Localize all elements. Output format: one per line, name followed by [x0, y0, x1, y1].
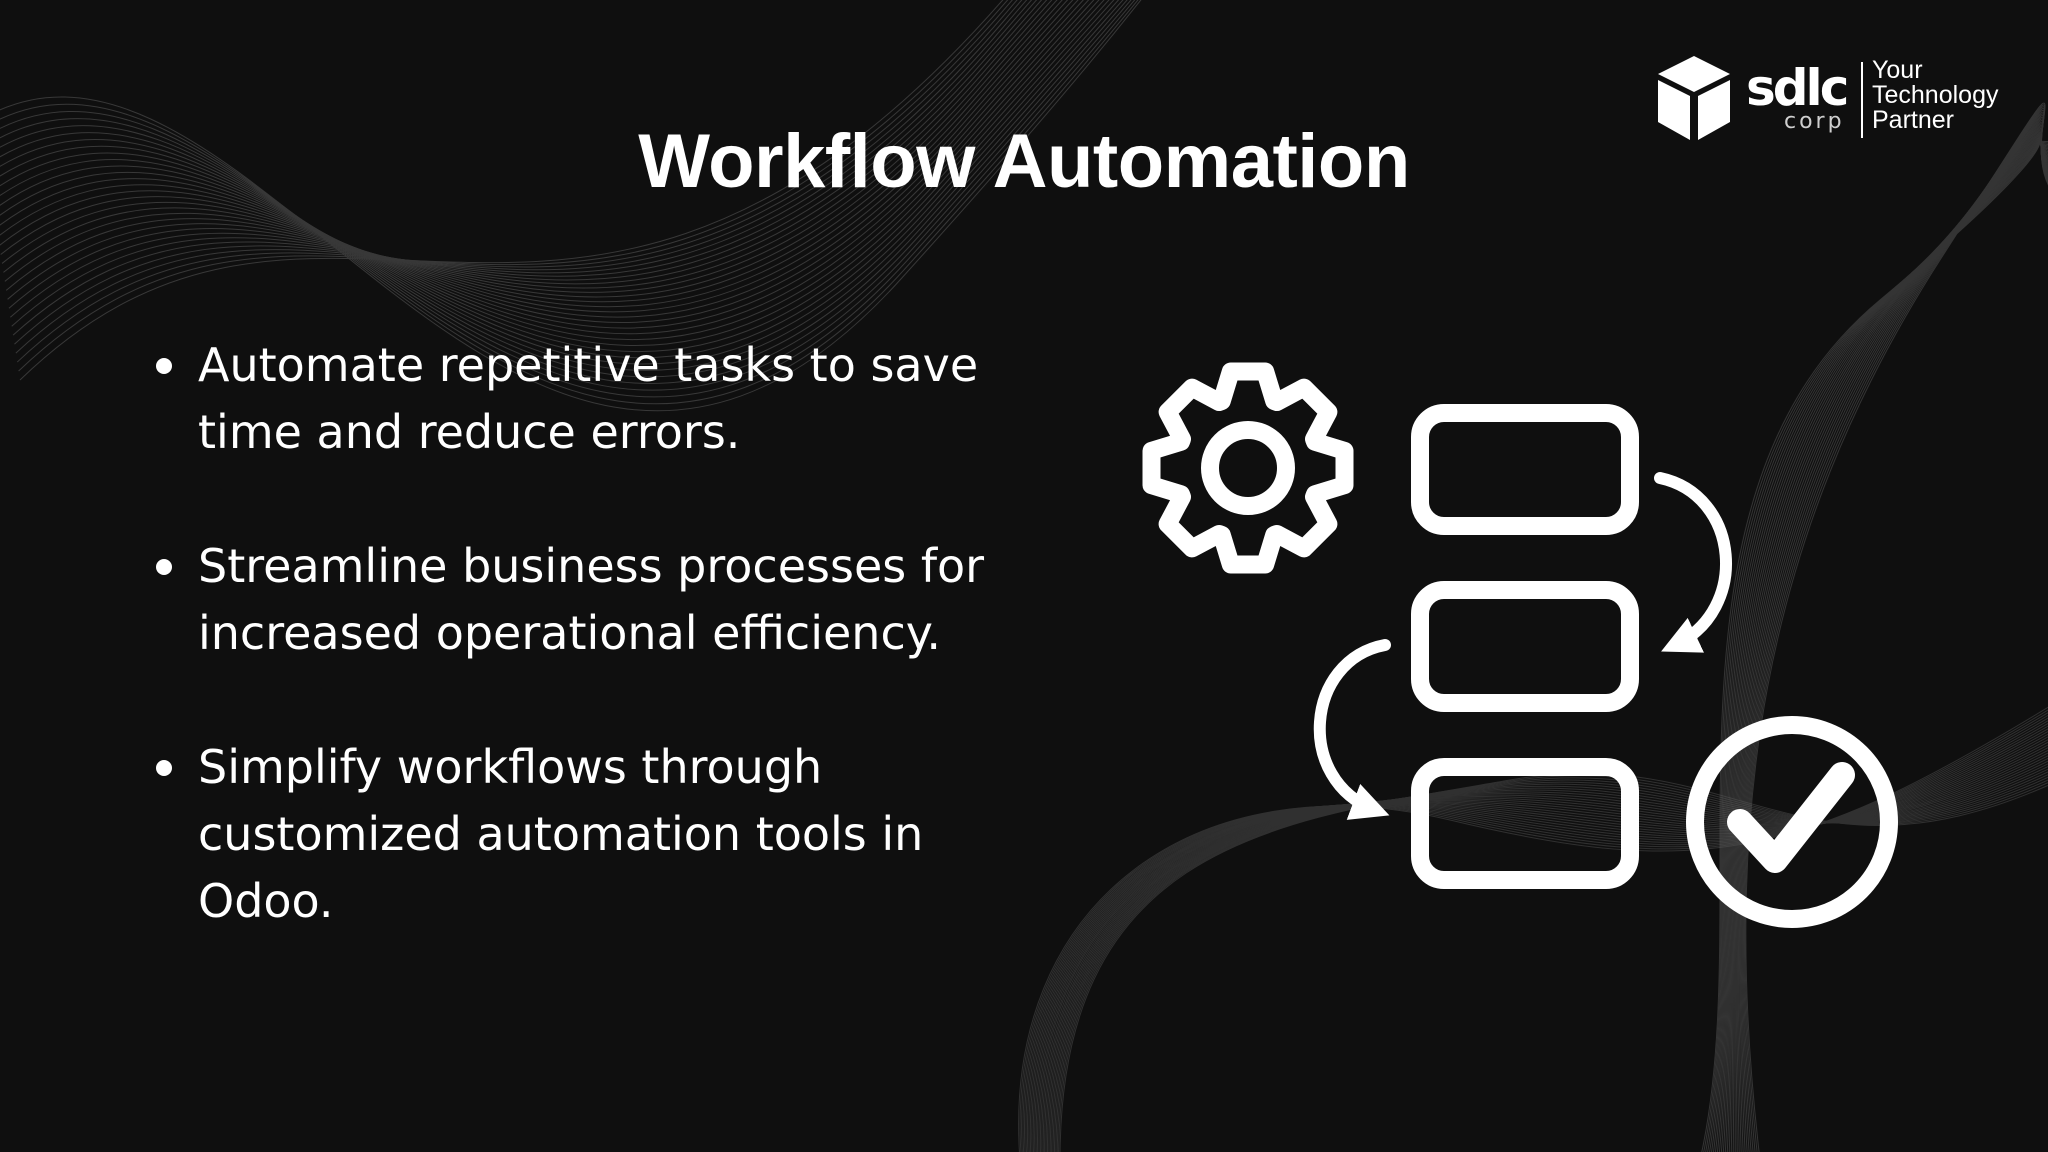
wave-line	[1047, 760, 2048, 1152]
wave-line	[0, 0, 1142, 412]
wave-line	[1048, 763, 2048, 1152]
wave-line	[0, 0, 1124, 378]
wave-line	[0, 0, 1100, 346]
wave-line	[4, 0, 1058, 303]
wave-line	[1039, 747, 2048, 1152]
wave-line	[1745, 102, 2048, 1152]
wave-line	[8, 0, 1043, 309]
wave-line	[1018, 706, 2048, 1152]
wave-line	[16, 0, 1013, 363]
wave-line	[1054, 773, 2048, 1152]
bullet-text: Streamline business processes for increa…	[198, 539, 985, 660]
wave-line	[1044, 755, 2048, 1152]
curved-arrow-icon	[1654, 472, 1732, 653]
wave-line	[11, 0, 1033, 327]
wave-line	[1029, 728, 2048, 1152]
check-circle-icon	[1686, 716, 1898, 928]
wave-line	[1024, 717, 2048, 1152]
wave-line	[0, 0, 1128, 385]
bullet-text: Simplify workflows through customized au…	[198, 740, 924, 928]
wave-line	[1051, 768, 2048, 1152]
bullet-text: Automate repetitive tasks to save time a…	[198, 338, 979, 459]
wave-line	[15, 0, 1018, 354]
wave-line	[1052, 771, 2048, 1152]
company-logo: sdlc corp Your Technology Partner	[1654, 52, 2014, 148]
bullet-item: Simplify workflows through customized au…	[150, 734, 1050, 935]
bullet-dot	[156, 760, 172, 776]
process-box-icon	[1411, 758, 1639, 889]
curved-arrow-icon	[1313, 639, 1391, 820]
wave-line	[0, 0, 1090, 335]
wave-line	[5, 0, 1053, 298]
wave-line	[1037, 741, 2048, 1152]
wave-line	[0, 0, 1120, 371]
wave-line	[0, 0, 1115, 365]
wave-line	[1025, 720, 2048, 1152]
wave-line	[0, 0, 1105, 353]
wave-line	[1056, 777, 2048, 1152]
bullet-dot	[156, 358, 172, 374]
wave-line	[1049, 765, 2048, 1152]
wave-line	[1038, 744, 2048, 1152]
wave-line	[1041, 749, 2048, 1152]
wave-line	[0, 0, 1074, 318]
slide-title: Workflow Automation	[638, 119, 1410, 204]
workflow-illustration	[1142, 362, 1898, 928]
wave-line	[0, 0, 1079, 323]
logo-subtext: corp	[1784, 109, 1845, 134]
wave-line	[18, 0, 1009, 372]
wave-line	[1, 0, 1069, 313]
wave-line	[1021, 712, 2048, 1152]
wave-line	[12, 0, 1028, 336]
bullet-item: Automate repetitive tasks to save time a…	[150, 332, 1050, 466]
wave-line	[1022, 714, 2048, 1152]
bullet-list: Automate repetitive tasks to save time a…	[150, 332, 1050, 1002]
wave-line	[10, 0, 1038, 318]
wave-line	[1031, 730, 2048, 1152]
process-box-icon	[1411, 404, 1639, 535]
wave-line	[1059, 772, 2048, 1152]
wave-line	[0, 0, 1084, 329]
wave-line	[0, 0, 1132, 391]
wave-line	[0, 0, 1095, 340]
wave-line	[1042, 752, 2048, 1152]
wave-line	[0, 0, 1110, 359]
wave-line	[0, 0, 1139, 405]
cube-logo-icon	[1658, 56, 1730, 140]
logo-divider	[1861, 62, 1863, 138]
wave-line	[1019, 709, 2048, 1152]
wave-line	[1058, 775, 2048, 1152]
wave-line	[1034, 736, 2048, 1152]
wave-line	[1026, 722, 2048, 1152]
wave-line	[3, 0, 1063, 308]
process-box-icon	[1411, 581, 1639, 712]
wave-line	[19, 0, 1004, 381]
logo-tagline: Your Technology Partner	[1872, 56, 1999, 134]
wave-line	[0, 0, 1136, 398]
wave-line	[1055, 776, 2048, 1152]
wave-line	[1028, 725, 2048, 1152]
wave-line	[1035, 738, 2048, 1152]
wave-line	[1032, 733, 2048, 1152]
bullet-dot	[156, 559, 172, 575]
bullet-item: Streamline business processes for increa…	[150, 533, 1050, 667]
gear-icon	[1142, 362, 1354, 574]
logo-wordmark: sdlc	[1746, 59, 1849, 117]
wave-line	[14, 0, 1023, 345]
wave-line	[7, 0, 1048, 300]
wave-line	[1045, 757, 2048, 1152]
